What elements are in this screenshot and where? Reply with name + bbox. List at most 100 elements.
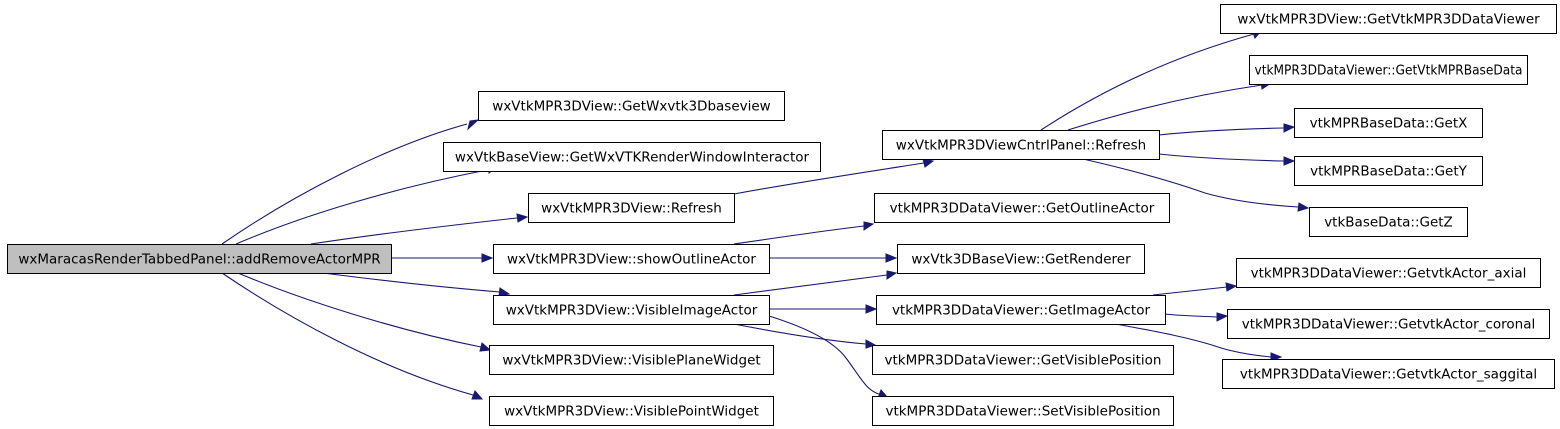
edge-line	[1115, 323, 1272, 358]
function-node[interactable]: wxVtkMPR3DView::VisiblePointWidget	[489, 396, 774, 426]
edge-line	[1067, 84, 1263, 131]
node-box	[1220, 4, 1557, 34]
edge-line	[1158, 127, 1285, 136]
nodes-layer: wxMaracasRenderTabbedPanel::addRemoveAct…	[7, 4, 1557, 426]
node-box	[876, 295, 1166, 325]
function-node[interactable]: wxVtkMPR3DView::VisibleImageActor	[493, 295, 770, 325]
function-node[interactable]: wxVtk3DBaseView::GetRenderer	[897, 244, 1145, 274]
node-label: wxVtkMPR3DView::VisiblePlaneWidget	[502, 353, 760, 369]
function-node[interactable]: wxVtkMPR3DView::GetWxvtk3Dbaseview	[478, 91, 785, 121]
node-label: vtkMPRBaseData::GetY	[1310, 164, 1468, 180]
edge-n8-to-n18	[1082, 158, 1310, 212]
node-box	[528, 193, 735, 223]
node-label: wxVtk3DBaseView::GetRenderer	[911, 252, 1131, 268]
function-node[interactable]: vtkMPR3DDataViewer::GetVisiblePosition	[872, 345, 1174, 375]
edge-line	[733, 323, 867, 345]
edge-n11-to-n20	[1164, 312, 1229, 322]
node-box	[882, 130, 1160, 160]
function-node[interactable]: wxVtkMPR3DView::GetVtkMPR3DDataViewer	[1220, 4, 1557, 34]
edge-line	[221, 272, 474, 396]
function-node[interactable]: vtkMPR3DDataViewer::GetvtkActor_saggital	[1222, 359, 1555, 389]
node-label: vtkMPR3DDataViewer::SetVisiblePosition	[885, 404, 1160, 420]
edge-arrowhead	[467, 119, 480, 131]
node-label: wxVtkMPR3DView::GetVtkMPR3DDataViewer	[1237, 12, 1540, 28]
function-node[interactable]: vtkMPRBaseData::GetX	[1294, 108, 1483, 138]
edge-arrowhead	[1225, 282, 1238, 292]
edge-n0-to-n2	[235, 165, 498, 245]
node-box	[1249, 55, 1528, 85]
edge-n5-to-n13	[768, 315, 890, 399]
edge-n5-to-n10	[733, 270, 898, 296]
node-box	[874, 193, 1170, 223]
function-node[interactable]: vtkMPR3DDataViewer::GetVtkMPRBaseData	[1249, 55, 1528, 85]
function-node[interactable]: wxVtkMPR3DView::VisiblePlaneWidget	[489, 345, 774, 375]
edge-line	[235, 169, 488, 245]
node-box	[1227, 309, 1550, 339]
node-label: wxVtkMPR3DView::Refresh	[541, 201, 722, 217]
function-node[interactable]: wxVtkBaseView::GetWxVTKRenderWindowInter…	[443, 142, 821, 172]
edge-line	[733, 274, 888, 296]
node-label: vtkMPR3DDataViewer::GetOutlineActor	[890, 201, 1155, 217]
function-node[interactable]: vtkMPR3DDataViewer::GetImageActor	[876, 295, 1166, 325]
edge-n8-to-n17	[1158, 153, 1296, 166]
edge-n4-to-n9	[733, 221, 875, 245]
node-box	[1236, 258, 1541, 288]
edge-n0-to-n4	[391, 253, 494, 263]
function-node[interactable]: vtkBaseData::GetZ	[1309, 207, 1468, 237]
node-box	[493, 295, 770, 325]
edge-line	[221, 123, 468, 245]
edge-n0-to-n3	[310, 213, 529, 245]
edge-arrowhead	[1283, 156, 1296, 166]
edge-line	[733, 162, 925, 195]
edge-arrowhead	[471, 390, 484, 400]
node-label: vtkMPRBaseData::GetX	[1310, 116, 1468, 132]
node-label: wxVtkMPR3DView::showOutlineActor	[507, 252, 756, 268]
edge-arrowhead	[885, 253, 898, 263]
edge-line	[237, 272, 482, 348]
node-box	[489, 345, 774, 375]
function-node[interactable]: vtkMPR3DDataViewer::SetVisiblePosition	[872, 396, 1174, 426]
function-node[interactable]: wxVtkMPR3DViewCntrlPanel::Refresh	[882, 130, 1160, 160]
edge-arrowhead	[479, 342, 492, 352]
edge-n8-to-n14	[1040, 29, 1262, 131]
node-label: vtkMPR3DDataViewer::GetvtkActor_coronal	[1242, 317, 1535, 333]
edge-n8-to-n16	[1158, 123, 1296, 136]
edge-n5-to-n11	[769, 304, 878, 314]
function-node[interactable]: vtkMPR3DDataViewer::GetOutlineActor	[874, 193, 1170, 223]
function-node[interactable]: wxVtkMPR3DView::showOutlineActor	[493, 244, 770, 274]
edge-line	[1082, 158, 1299, 208]
edge-n0-to-n6	[237, 272, 492, 352]
edge-line	[768, 315, 880, 395]
node-label: vtkMPR3DDataViewer::GetvtkActor_saggital	[1240, 367, 1537, 383]
edge-n0-to-n7	[221, 272, 484, 400]
node-box	[1309, 207, 1468, 237]
node-box	[1222, 359, 1555, 389]
edge-arrowhead	[865, 339, 877, 349]
node-box	[897, 244, 1145, 274]
node-label: vtkMPR3DDataViewer::GetVtkMPRBaseData	[1255, 63, 1523, 79]
function-node[interactable]: vtkMPRBaseData::GetY	[1294, 156, 1483, 186]
edge-line	[733, 225, 865, 245]
node-label: vtkMPR3DDataViewer::GetVisiblePosition	[885, 353, 1162, 369]
root-function-node[interactable]: wxMaracasRenderTabbedPanel::addRemoveAct…	[7, 244, 392, 274]
node-box	[493, 244, 770, 274]
function-node[interactable]: wxVtkMPR3DView::Refresh	[528, 193, 735, 223]
edge-arrowhead	[1283, 123, 1296, 133]
function-node[interactable]: vtkMPR3DDataViewer::GetvtkActor_coronal	[1227, 309, 1550, 339]
node-label: wxVtkMPR3DViewCntrlPanel::Refresh	[896, 138, 1146, 154]
function-node[interactable]: vtkMPR3DDataViewer::GetvtkActor_axial	[1236, 258, 1541, 288]
edge-arrowhead	[886, 270, 898, 280]
node-box	[489, 396, 774, 426]
node-box	[872, 396, 1174, 426]
node-box	[872, 345, 1174, 375]
edge-n11-to-n19	[1152, 282, 1238, 296]
node-box	[478, 91, 785, 121]
edge-arrowhead	[1297, 202, 1310, 212]
node-box	[443, 142, 821, 172]
edge-n0-to-n5	[322, 272, 511, 297]
node-label: wxVtkMPR3DView::VisibleImageActor	[506, 303, 758, 319]
edge-arrowhead	[865, 304, 878, 314]
node-label: wxMaracasRenderTabbedPanel::addRemoveAct…	[18, 252, 380, 268]
edge-arrowhead	[516, 213, 529, 223]
